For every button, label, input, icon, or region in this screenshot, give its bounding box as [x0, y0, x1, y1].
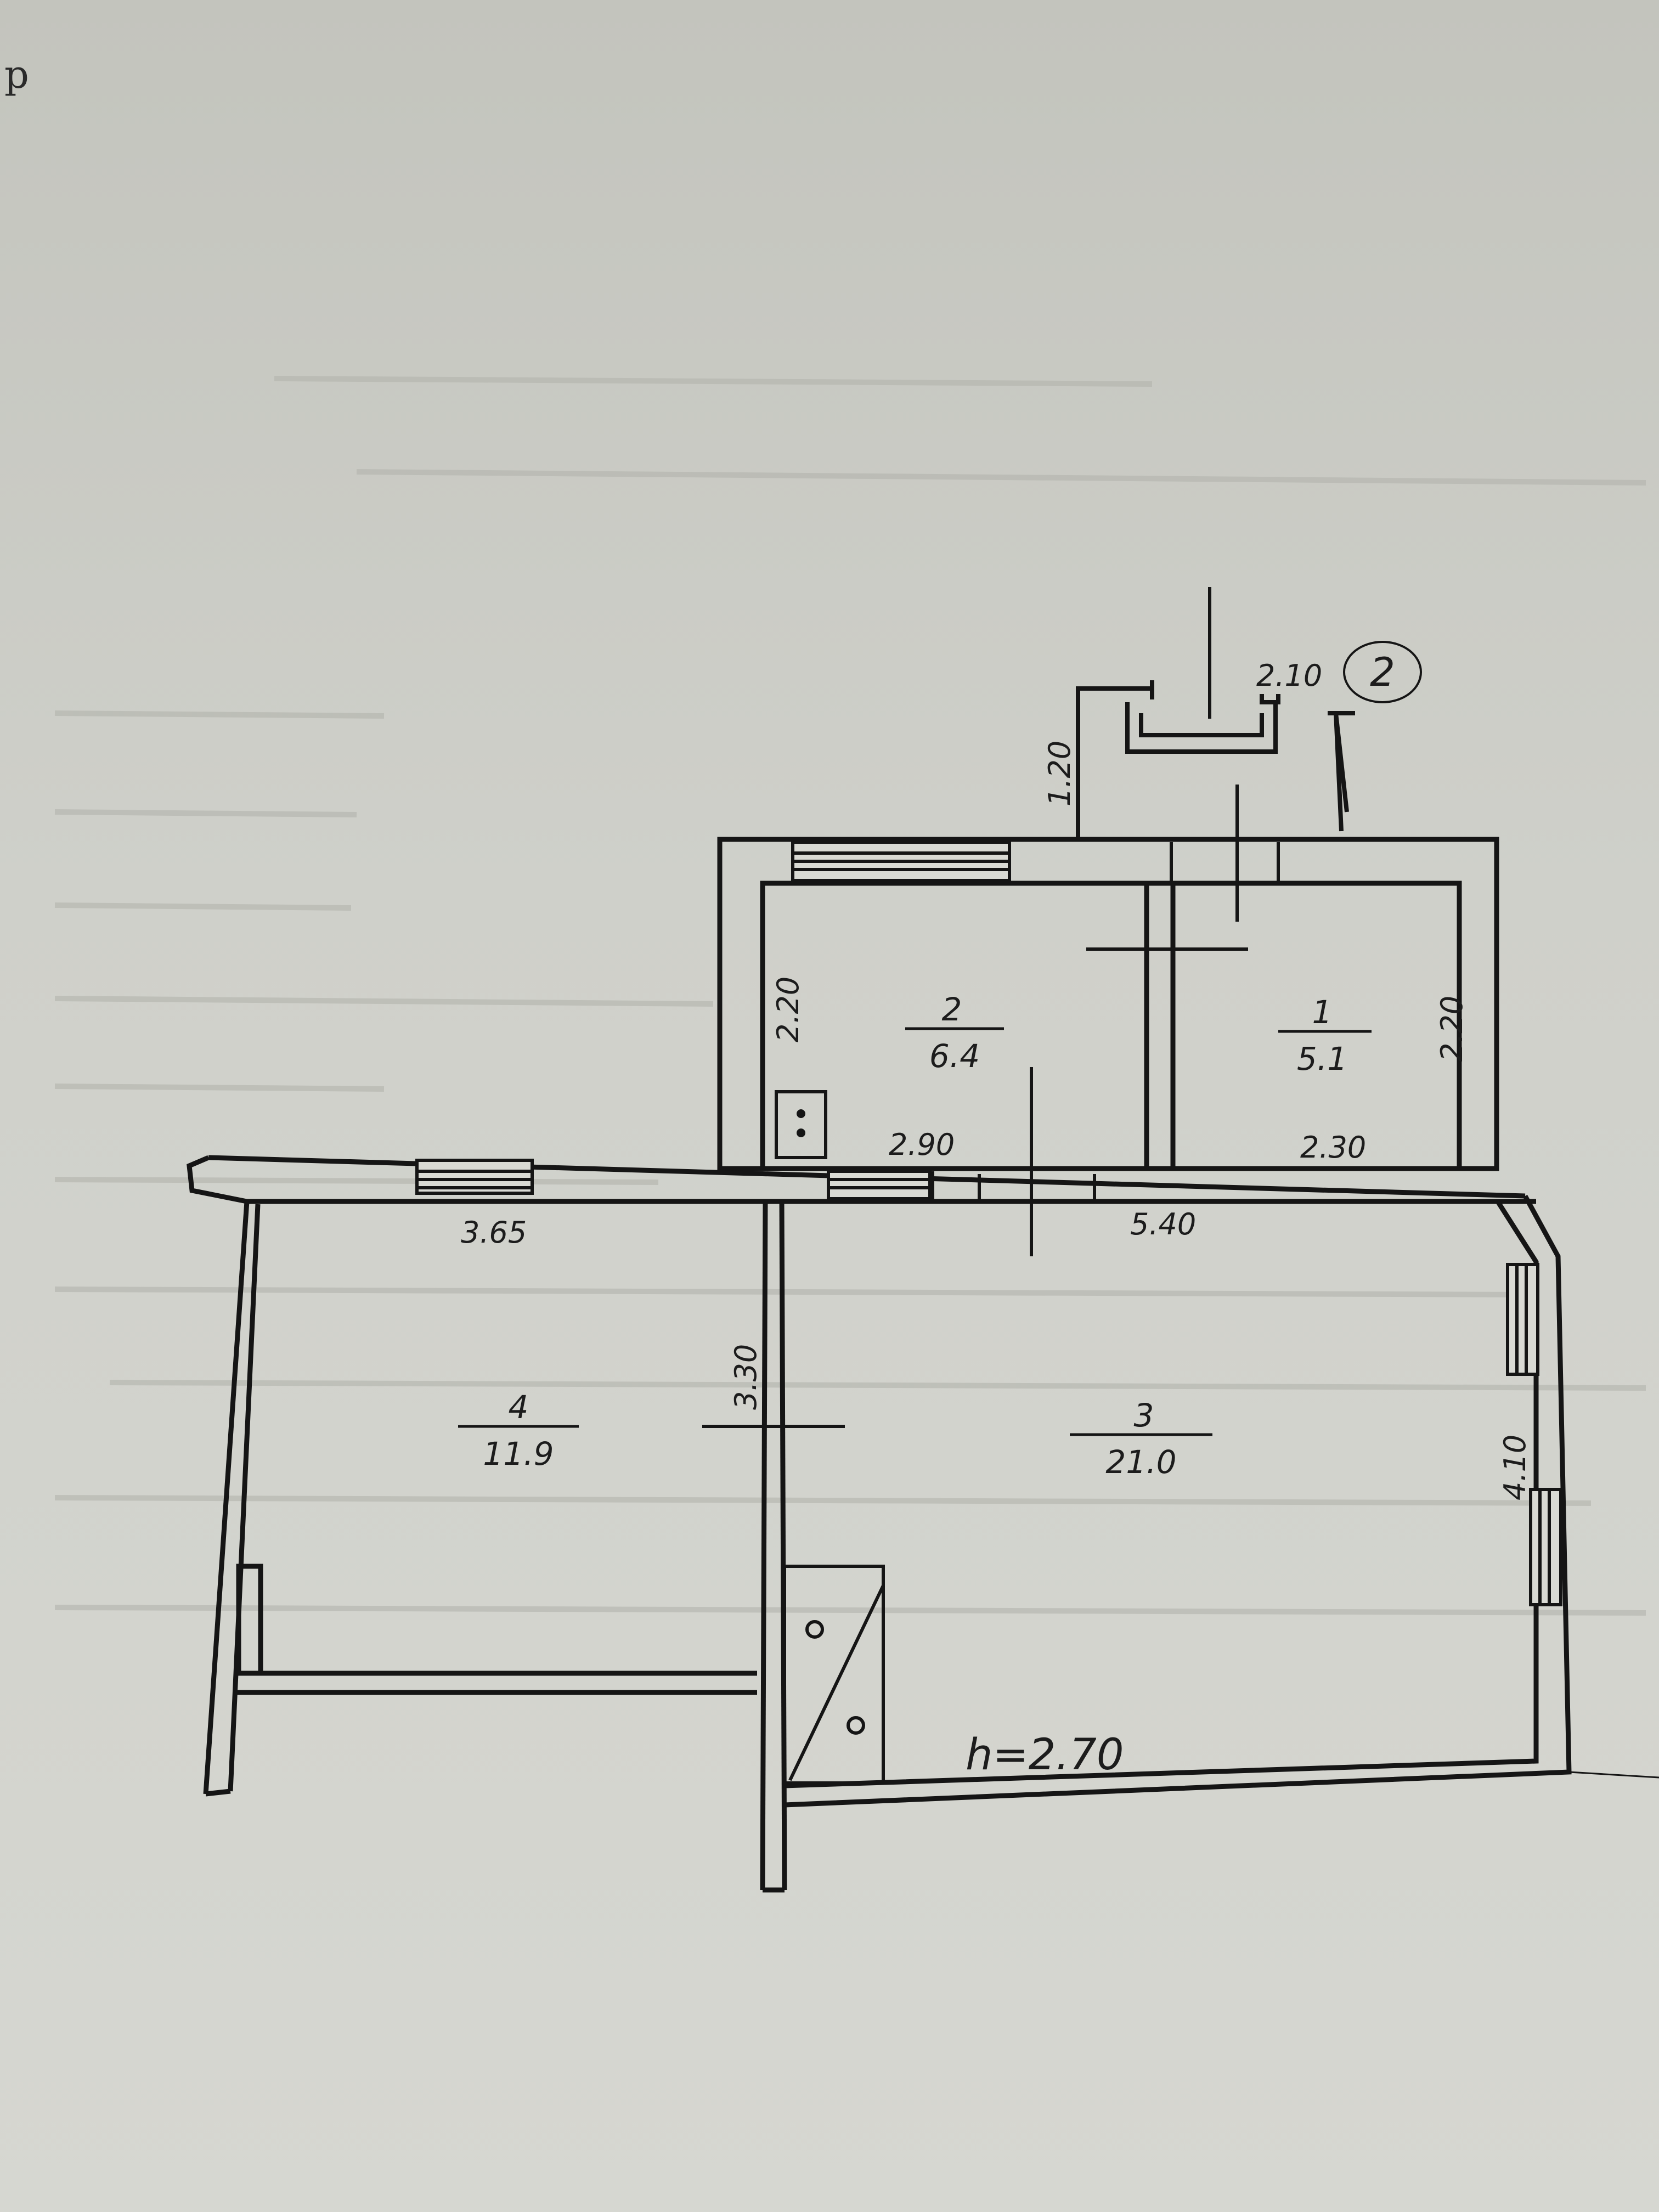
room4-number: 4: [509, 1389, 529, 1426]
room-label-bars: [458, 1027, 1372, 1436]
window-room2-top: [791, 840, 1011, 882]
dim-room3-width: 5.40: [1130, 1207, 1196, 1242]
dim-room1-height: 2.20: [1435, 996, 1469, 1062]
room1-area: 5.1: [1297, 1040, 1347, 1077]
stove-burner-1: [805, 1620, 824, 1639]
walls: [187, 837, 1659, 1893]
stove-burner-2: [847, 1716, 865, 1735]
window-room4-top: [415, 1159, 534, 1195]
wall-left-cap: [187, 1155, 247, 1204]
window-room3-right-lower: [1529, 1488, 1562, 1606]
bleed-through-lines: [54, 376, 1646, 1616]
doors: [931, 842, 1280, 1201]
windows: [415, 840, 1562, 1606]
room3-outer-wall: [784, 1194, 1572, 1808]
room2-number: 2: [942, 991, 962, 1028]
partition-room3-room4-right: [779, 1201, 787, 1891]
section-lines: [702, 587, 1248, 1428]
balcony-left-wall: [1076, 686, 1152, 839]
sink-icon: [775, 1090, 827, 1159]
room3-inner-wall: [784, 1200, 1539, 1788]
partition-room3-room4-left: [760, 1201, 768, 1891]
dim-room3-height: 4.10: [1498, 1435, 1532, 1500]
balcony: [1076, 680, 1355, 839]
unit-number: 2: [1370, 649, 1395, 695]
upper-block-inner-wall: [760, 881, 1462, 1171]
room4-left-wall-cap: [205, 1788, 231, 1797]
stove-icon: [783, 1565, 885, 1785]
dim-room2-width: 2.90: [889, 1127, 955, 1162]
balcony-rail-outer: [1125, 702, 1278, 754]
edge-text-fragment: p: [4, 52, 29, 97]
window-middle-wall: [827, 1170, 932, 1200]
room1-number: 1: [1312, 994, 1333, 1031]
dim-room4-width: 3.65: [461, 1215, 527, 1250]
upper-block-outer-wall: [717, 837, 1499, 1171]
balcony-rail-inner: [1139, 713, 1264, 737]
partition-room1-room2: [1144, 881, 1176, 1171]
unit-marker: 2: [1343, 641, 1422, 703]
fixtures: [775, 1090, 885, 1785]
window-room3-right-upper: [1506, 1263, 1539, 1376]
room4-inner-left-wall: [228, 1204, 261, 1792]
room4-outer-left-wall: [203, 1201, 250, 1795]
dim-room2-height: 2.20: [771, 977, 805, 1042]
room2-area: 6.4: [929, 1037, 980, 1075]
room3-number: 3: [1134, 1397, 1154, 1434]
room3-extension-line: [1568, 1771, 1659, 1779]
room3-area: 21.0: [1105, 1443, 1176, 1481]
ceiling-height: h=2.70: [966, 1730, 1124, 1780]
room4-area: 11.9: [483, 1435, 554, 1472]
dim-balcony-depth: 1.20: [1042, 741, 1077, 806]
dim-balcony-width: 2.10: [1256, 658, 1322, 693]
dimension-labels: 2.10 1.20 2.20 2.90 2.20 2.30 3.65 3.30 …: [461, 658, 1532, 1780]
dim-room1-width: 2.30: [1300, 1130, 1366, 1165]
room-labels: 2 6.4 1 5.1 3 21.0 4 11.9: [483, 991, 1347, 1481]
room4-wall-niche: [236, 1564, 263, 1676]
dim-room4-height: 3.30: [729, 1344, 763, 1410]
balcony-right-post: [1260, 694, 1280, 704]
